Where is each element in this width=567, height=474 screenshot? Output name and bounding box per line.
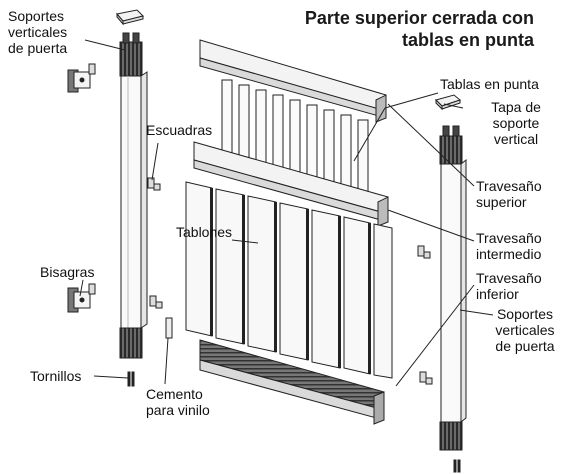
bracket-upper-right (417, 245, 431, 259)
label-post-left-2: verticales (8, 24, 68, 40)
label-bottom-rail-1: Travesaño (476, 270, 542, 286)
bottom-rail (199, 339, 385, 425)
bracket-lower-right (419, 371, 433, 385)
right-post-cap (435, 94, 462, 111)
screw-left (127, 371, 135, 387)
left-post-cap (116, 9, 144, 26)
label-post-right-3: de puerta (495, 338, 555, 354)
right-gate-post (439, 125, 467, 451)
middle-rail (193, 141, 389, 227)
label-post-cap-1: Tapa de (491, 99, 541, 115)
label-post-cap-3: vertical (493, 131, 539, 147)
screw-right (453, 459, 461, 473)
top-rail (199, 39, 387, 123)
label-mid-rail-2: intermedio (476, 246, 542, 262)
hinge-bottom (67, 283, 96, 313)
bracket-lower-left (149, 295, 163, 309)
label-post-left-3: de puerta (8, 40, 68, 56)
left-gate-post (119, 32, 148, 359)
label-cement-1: Cemento (146, 386, 203, 402)
label-post-right-2: verticales (495, 322, 555, 338)
label-top-rail-2: superior (476, 194, 527, 210)
label-cement-2: para vinilo (146, 402, 210, 418)
cement-tube (165, 317, 173, 339)
diagram-title-line2: tablas en punta (401, 30, 534, 50)
hinge-top (67, 63, 96, 93)
label-bottom-rail-2: inferior (476, 286, 519, 302)
label-screws: Tornillos (30, 368, 82, 384)
label-pickets: Tablas en punta (440, 76, 539, 92)
label-brackets: Escuadras (146, 122, 213, 138)
label-post-cap-2: soporte (492, 115, 540, 131)
label-post-right-1: Soportes (496, 306, 554, 322)
label-post-left-1: Soportes (8, 8, 65, 24)
diagram-title-line1: Parte superior cerrada con (304, 8, 534, 28)
label-hinges: Bisagras (40, 264, 95, 280)
label-mid-rail-1: Travesaño (476, 230, 542, 246)
leader-lines (79, 39, 494, 387)
picket-group (221, 79, 369, 195)
bracket-upper-left (147, 177, 161, 191)
label-top-rail-1: Travesaño (476, 178, 542, 194)
board-group (185, 181, 393, 379)
label-boards: Tablones (176, 224, 233, 240)
